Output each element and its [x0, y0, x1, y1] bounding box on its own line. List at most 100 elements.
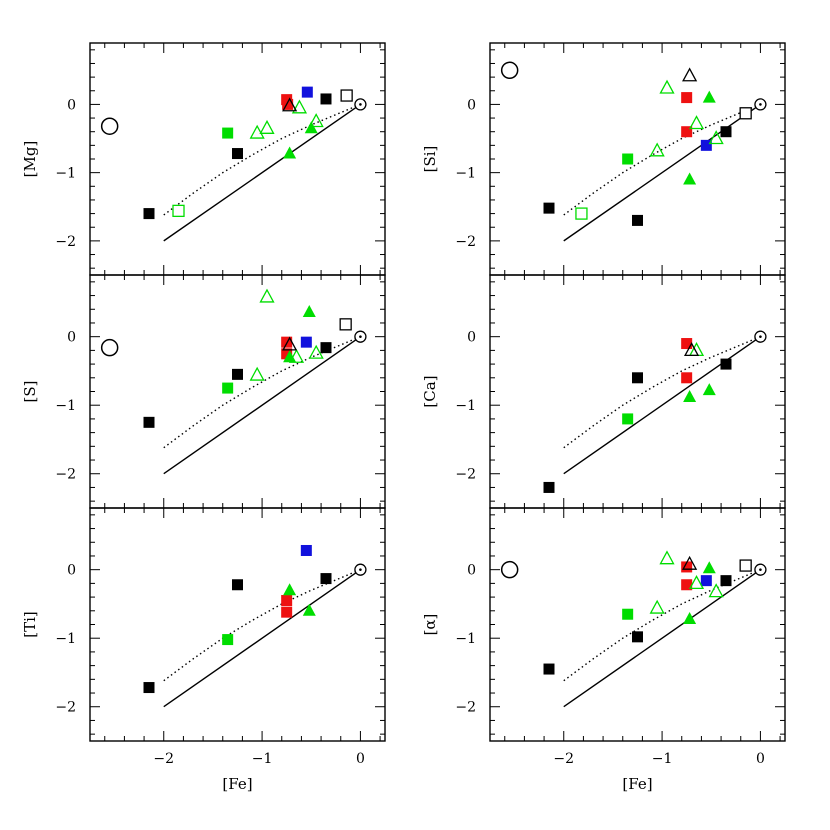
- y-tick-label: 0: [67, 97, 76, 113]
- data-point-open-triangle: [659, 550, 675, 565]
- data-point-open-triangle: [282, 97, 298, 112]
- data-point-square: [232, 579, 243, 591]
- y-tick-label: 0: [67, 330, 76, 346]
- data-point-square: [320, 93, 332, 105]
- x-axis-label: [Fe]: [622, 775, 652, 793]
- data-point-square: [143, 416, 155, 428]
- panel-s: −2−10[S]: [21, 274, 386, 509]
- x-tick-label: −2: [553, 751, 574, 767]
- dotted-line: [563, 103, 761, 216]
- data-point-triangle: [702, 90, 716, 103]
- data-point-triangle: [283, 146, 297, 159]
- data-point-square: [543, 663, 555, 675]
- data-point-open-triangle: [308, 113, 324, 128]
- dotted-line: [563, 569, 761, 682]
- data-point-square: [720, 358, 732, 370]
- data-point-square: [720, 575, 732, 587]
- data-point-triangle: [302, 603, 316, 616]
- x-tick-label: −1: [652, 751, 673, 767]
- data-point-open-square: [339, 318, 352, 331]
- data-point-square: [301, 86, 313, 98]
- data-point-square: [320, 573, 332, 585]
- data-point-open-triangle: [288, 348, 305, 363]
- dotted-line: [163, 569, 361, 682]
- data-point-square: [222, 634, 234, 646]
- data-point-open-triangle: [282, 336, 298, 351]
- panels-layer: −2−10[Mg]−2−10[Si]−2−10[S]−2−10[Ca]−2−10…: [21, 42, 786, 793]
- sun-symbol-dot: [359, 335, 362, 338]
- solid-line: [563, 569, 761, 708]
- data-point-square: [681, 561, 693, 573]
- data-point-open-square: [739, 107, 752, 120]
- data-point-open-triangle: [259, 119, 275, 134]
- data-point-open-square: [575, 207, 588, 220]
- data-point-square: [320, 342, 332, 354]
- data-point-square: [222, 382, 234, 394]
- dotted-line: [163, 103, 361, 216]
- y-axis-label: [Si]: [421, 146, 439, 173]
- data-point-square: [281, 348, 293, 360]
- data-point-square: [681, 372, 693, 384]
- sun-symbol-dot: [359, 568, 362, 571]
- y-axis-label: [Ca]: [421, 375, 439, 407]
- solid-line: [563, 103, 761, 242]
- data-point-square: [632, 372, 643, 384]
- dotted-line: [163, 336, 361, 449]
- data-point-open-square: [172, 204, 185, 218]
- y-tick-label: −1: [55, 166, 76, 182]
- y-axis-label: [S]: [21, 381, 39, 403]
- data-point-open-triangle: [659, 79, 675, 94]
- data-point-square: [622, 153, 634, 165]
- data-point-square: [681, 579, 693, 591]
- data-point-square: [143, 682, 155, 694]
- solid-line: [163, 569, 361, 708]
- data-point-square: [543, 202, 555, 214]
- panel-frame: [89, 274, 386, 509]
- y-tick-label: −1: [455, 631, 476, 647]
- y-tick-label: −2: [55, 700, 76, 716]
- y-tick-label: −2: [455, 700, 476, 716]
- sun-symbol-dot: [759, 568, 762, 571]
- data-point-open-triangle: [683, 342, 700, 357]
- data-point-open-triangle: [249, 366, 265, 381]
- sun-symbol-dot: [359, 103, 362, 106]
- data-point-square: [232, 148, 243, 160]
- panel-frame: [89, 507, 386, 742]
- data-point-square: [143, 208, 155, 220]
- x-axis-label: [Fe]: [222, 775, 252, 793]
- data-point-square: [281, 606, 293, 618]
- data-point-square: [222, 127, 234, 139]
- data-point-square: [622, 413, 634, 425]
- data-point-open-triangle: [649, 142, 665, 157]
- data-point-square: [543, 481, 555, 493]
- data-point-open-circle: [500, 560, 519, 579]
- data-point-open-circle: [100, 338, 119, 357]
- data-point-open-triangle: [708, 130, 724, 145]
- data-point-square: [700, 139, 712, 151]
- dotted-line: [563, 336, 761, 449]
- data-point-open-triangle: [249, 124, 265, 139]
- data-point-square: [281, 595, 293, 607]
- x-tick-label: 0: [356, 751, 365, 767]
- data-point-open-triangle: [291, 99, 308, 114]
- data-point-square: [632, 214, 643, 226]
- panel-frame: [489, 42, 786, 276]
- data-point-square: [720, 126, 732, 138]
- data-point-open-triangle: [688, 575, 705, 590]
- data-point-open-triangle: [688, 115, 705, 130]
- data-point-open-triangle: [259, 288, 275, 303]
- x-tick-label: −1: [252, 751, 273, 767]
- data-point-triangle: [702, 383, 716, 396]
- y-axis-label: [Ti]: [21, 611, 39, 638]
- data-point-square: [632, 631, 643, 643]
- y-tick-label: −2: [55, 234, 76, 250]
- solid-line: [163, 336, 361, 475]
- data-point-open-circle: [100, 117, 119, 135]
- data-point-square: [681, 126, 693, 138]
- panel-mg: −2−10[Mg]: [21, 42, 386, 276]
- y-tick-label: 0: [67, 563, 76, 579]
- data-point-open-square: [739, 559, 752, 572]
- data-point-triangle: [283, 350, 297, 363]
